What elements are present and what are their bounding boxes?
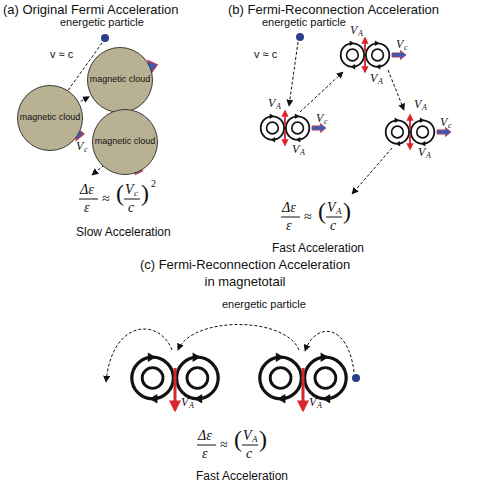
velocity-symbol: V [292,143,299,156]
fraction-bar [281,217,300,218]
formula-paren: ( [116,180,124,206]
particle-path [81,97,89,102]
velocity-subscript: c [84,146,88,155]
fraction-bar [242,445,258,446]
formula-paren: ( [318,198,326,224]
particle-dot [296,33,304,41]
velocity-subscript: A [422,104,427,113]
velocity-symbol: V [309,396,316,409]
velocity-symbol: V [350,24,357,37]
particle-label: energetic particle [262,16,346,28]
velocity-subscript: A [276,103,281,112]
drawing-part [285,111,286,145]
reconnection-island [261,111,310,145]
velocity-subscript: A [358,30,363,39]
formula-term: c [128,200,134,215]
reconnection-island [386,115,435,149]
result-label: Fast Acceleration [272,242,364,255]
particle-dot [352,374,360,382]
velocity-symbol: V [414,98,421,111]
drawing-part [365,38,366,72]
velocity-symbol: V [418,146,425,159]
cloud-label: magnetic cloud [20,113,81,122]
particle-label: energetic particle [60,16,144,28]
panel-title: (c) Fermi-Reconnection Acceleration [140,258,350,272]
velocity-arrow [392,50,406,59]
panel-title: (a) Original Fermi Acceleration [3,3,179,17]
formula-term: ≈ [220,437,228,452]
drawing-part [410,115,411,149]
formula-paren: ) [259,426,267,452]
fraction-bar [326,217,342,218]
formula-term: V [125,182,134,197]
cloud-label: magnetic cloud [95,137,156,146]
formula-term: Δε [282,200,296,215]
velocity-symbol: V [181,396,188,409]
formula-term: V [243,428,252,443]
formula-paren: ( [234,426,242,452]
magnetic-cloud: magnetic cloud [92,109,158,175]
fraction-bar [124,199,140,200]
formula-paren: ) [343,198,351,224]
formula-term: c [330,218,336,233]
outflow-arrow [174,368,177,410]
formula-term: ε [286,218,292,233]
velocity-subscript: A [189,402,194,411]
velocity-symbol: V [316,112,323,125]
formula-term: c [246,446,252,461]
velocity-subscript: A [378,78,383,87]
velocity-symbol: V [76,140,83,153]
particle-path [388,70,404,110]
formula-term: ε [202,446,208,461]
fraction-bar [79,199,98,200]
velocity-symbol: V [268,97,275,110]
magnetic-cloud: magnetic cloud [17,85,83,151]
velocity-symbol: V [440,116,447,129]
panel-title: (b) Fermi-Reconnection Acceleration [228,3,439,17]
formula-subscript: A [336,207,342,217]
formula-subscript: A [252,435,258,445]
particle-path [305,331,354,372]
formula-term: Δε [198,428,212,443]
particle-dot [101,34,109,42]
formula-term: ε [84,200,90,215]
velocity-subscript: c [324,118,328,127]
result-label: Slow Acceleration [76,226,171,239]
velocity-subscript: A [317,402,322,411]
formula-term: Δε [80,182,94,197]
magnetic-cloud: magnetic cloud [87,47,153,113]
formula-paren: ) [141,180,149,206]
formula-term: ≈ [304,209,312,224]
particle-path [300,72,343,112]
formula-term: ≈ [102,191,110,206]
velocity-subscript: A [426,152,431,161]
speed-label: v ≈ c [254,48,277,60]
formula-subscript: c [134,189,138,199]
velocity-subscript: A [300,149,305,158]
velocity-subscript: c [404,44,408,53]
velocity-subscript: c [448,122,452,131]
particle-path [352,148,392,194]
speed-label: v ≈ c [50,48,73,60]
particle-path [289,42,298,106]
panel-title: in magnetotail [205,275,286,289]
formula-exponent: 2 [151,178,156,189]
outflow-arrow [302,368,305,410]
particle-label: energetic particle [222,298,306,310]
velocity-symbol: V [370,72,377,85]
fraction-bar [197,445,216,446]
reconnection-island [341,38,390,72]
result-label: Fast Acceleration [196,470,288,483]
particle-path [178,325,299,351]
formula-term: V [327,200,336,215]
velocity-symbol: V [396,38,403,51]
cloud-label: magnetic cloud [90,75,151,84]
